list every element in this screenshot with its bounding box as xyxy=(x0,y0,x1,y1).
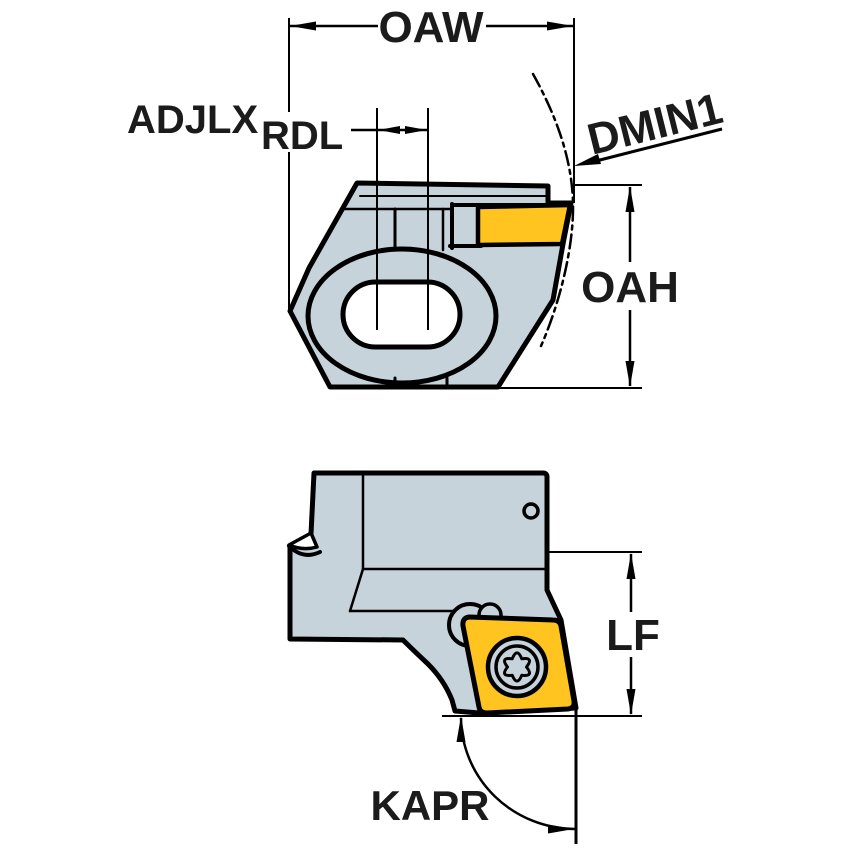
side-view xyxy=(287,470,579,716)
dmin1-label: DMIN1 xyxy=(583,84,728,165)
rdl-arrow-left xyxy=(378,126,400,134)
dmin1-leader-line xyxy=(595,127,723,163)
dimension-lf: LF xyxy=(442,551,660,717)
adjlx-label: ADJLX xyxy=(127,98,258,142)
dimension-rdl: RDL xyxy=(261,108,429,330)
side-internal-diagonal xyxy=(348,567,365,613)
center-bore-hole xyxy=(340,279,463,350)
top-view xyxy=(287,72,575,390)
insert-top-view xyxy=(475,202,573,248)
dimension-adjlx: ADJLX xyxy=(127,98,258,142)
torx-screw-icon xyxy=(503,651,531,683)
lf-arrow-bottom xyxy=(626,689,636,715)
kapr-label: KAPR xyxy=(370,782,489,829)
lf-label: LF xyxy=(606,611,660,660)
kapr-arrow-bottom xyxy=(548,824,574,834)
dmin1-reference-arc xyxy=(531,72,575,348)
dimension-kapr: KAPR xyxy=(370,709,578,844)
dimension-oah: OAH xyxy=(498,184,679,389)
dimension-dmin1: DMIN1 xyxy=(574,84,727,166)
rdl-label: RDL xyxy=(261,114,343,158)
left-face-notch xyxy=(287,531,319,551)
pin-hole xyxy=(522,502,540,520)
rdl-arrow-right xyxy=(405,126,427,134)
dmin1-arrow xyxy=(574,154,601,166)
kapr-arrow-top xyxy=(456,716,466,742)
oah-label: OAH xyxy=(581,263,679,312)
oah-arrow-top xyxy=(625,186,635,212)
left-face-notch-curve xyxy=(287,544,322,557)
oaw-arrow-right xyxy=(547,21,573,31)
oah-arrow-bottom xyxy=(625,361,635,387)
lf-arrow-top xyxy=(626,553,636,579)
oaw-label: OAW xyxy=(378,3,484,52)
dimension-oaw: OAW xyxy=(288,3,575,310)
oaw-arrow-left xyxy=(290,21,316,31)
